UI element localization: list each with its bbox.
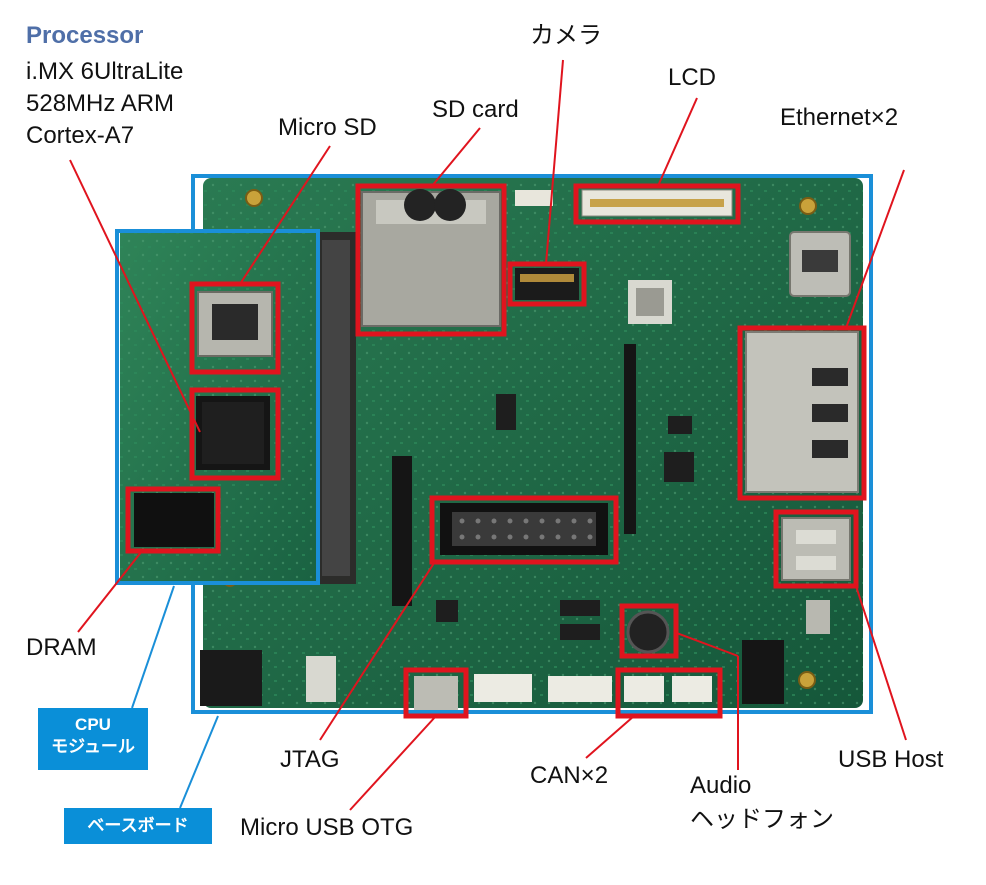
label-camera: カメラ bbox=[530, 22, 602, 49]
label-headphone: ヘッドフォン bbox=[690, 806, 834, 833]
label-audio: Audio bbox=[690, 772, 752, 799]
label-usb-host: USB Host bbox=[838, 746, 944, 773]
label-sd-card: SD card bbox=[432, 96, 519, 123]
leader-sd-card bbox=[431, 127, 481, 187]
usb-host-port bbox=[781, 517, 851, 581]
highlight-can bbox=[615, 667, 723, 719]
leader-jtag bbox=[319, 559, 437, 741]
leader-usb-host bbox=[855, 585, 907, 741]
highlight-jtag bbox=[429, 495, 619, 565]
highlight-micro-sd bbox=[189, 281, 281, 375]
cpu-module-tag: CPU モジュール bbox=[38, 708, 148, 770]
processor-line-1: i.MX 6UltraLite bbox=[26, 58, 184, 85]
cpu-module-tag-line-2: モジュール bbox=[51, 737, 135, 756]
camera-connector bbox=[515, 268, 579, 300]
leader-micro-usb bbox=[349, 715, 437, 811]
leader-micro-sd bbox=[239, 145, 331, 285]
leader-camera bbox=[545, 59, 564, 265]
highlight-lcd bbox=[573, 183, 741, 225]
highlight-dram bbox=[125, 486, 221, 554]
label-can: CAN×2 bbox=[530, 762, 609, 789]
processor-line-2: 528MHz ARM bbox=[26, 90, 175, 117]
leader-lcd bbox=[657, 97, 698, 187]
leader-can bbox=[585, 715, 635, 759]
label-ethernet: Ethernet×2 bbox=[780, 104, 899, 131]
highlight-sd-card bbox=[355, 183, 507, 337]
leader-processor bbox=[69, 159, 201, 433]
leader-dram bbox=[77, 550, 143, 633]
audio-jack bbox=[742, 640, 784, 704]
leader-audio-2 bbox=[673, 631, 739, 657]
base-board-tag: ベースボード bbox=[64, 808, 212, 844]
highlight-audio bbox=[619, 603, 679, 659]
label-micro-sd: Micro SD bbox=[278, 114, 377, 141]
processor-line-3: Cortex-A7 bbox=[26, 122, 135, 149]
leader-ethernet bbox=[845, 169, 905, 329]
highlight-ethernet bbox=[737, 325, 867, 501]
label-dram: DRAM bbox=[26, 634, 97, 661]
label-lcd: LCD bbox=[668, 64, 717, 91]
highlight-processor bbox=[189, 387, 281, 481]
cpu-module-frame bbox=[115, 229, 320, 585]
highlight-usb-host bbox=[773, 509, 859, 589]
dram-chip bbox=[134, 493, 214, 547]
leader-base-board bbox=[179, 715, 219, 809]
label-jtag: JTAG bbox=[280, 746, 340, 773]
processor-title: Processor bbox=[26, 22, 144, 49]
buzzer bbox=[626, 610, 670, 654]
label-micro-usb-otg: Micro USB OTG bbox=[240, 814, 414, 841]
cpu-module-tag-line-1: CPU bbox=[75, 715, 111, 734]
leader-cpu-module bbox=[131, 585, 175, 709]
